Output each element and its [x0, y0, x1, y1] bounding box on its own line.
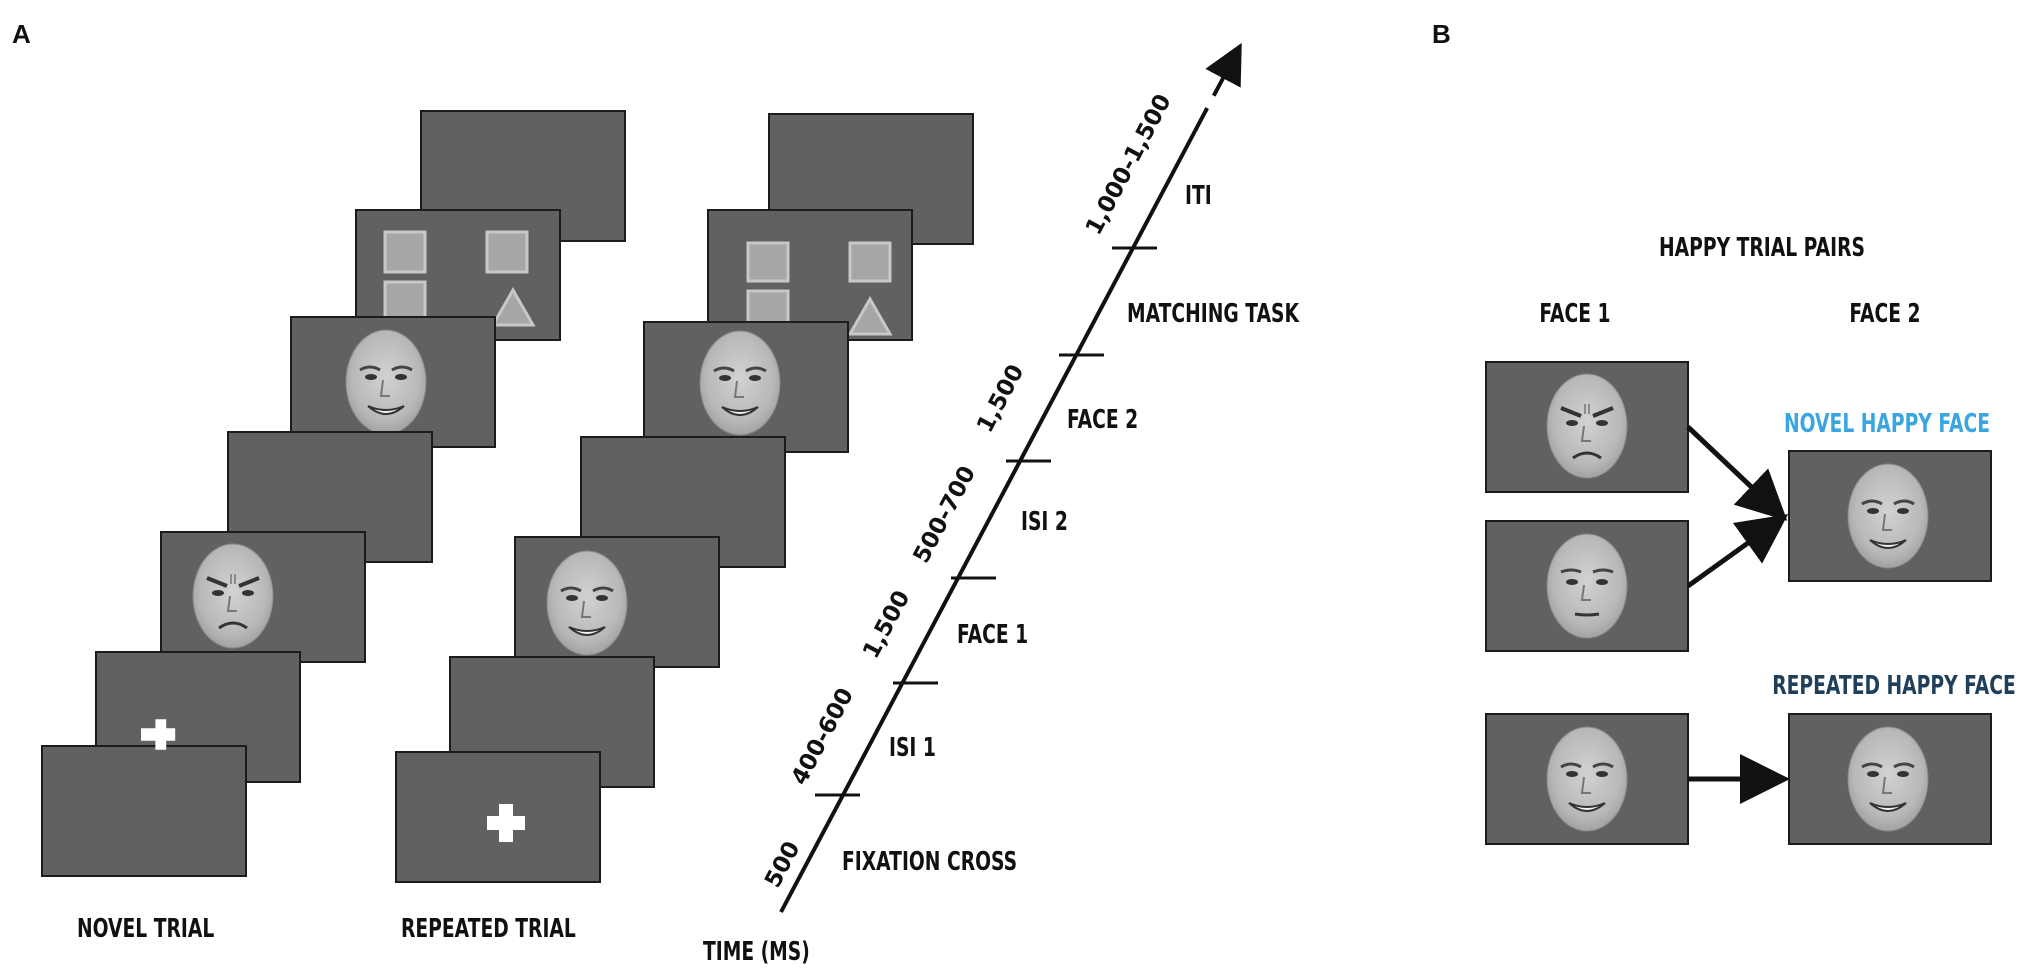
neutral-face-icon: [1545, 532, 1629, 640]
duration-label: 1,000-1,500: [1081, 90, 1177, 239]
happy-face-icon: [698, 329, 782, 437]
phase-label: FACE 1: [957, 620, 1028, 650]
novel-happy-face-label: NOVEL HAPPY FACE: [1784, 409, 1990, 439]
repeated-trial-label: REPEATED TRIAL: [401, 914, 576, 944]
duration-label: 500: [760, 837, 805, 892]
fixation-cross-icon: [487, 804, 525, 842]
happy-face-icon: [1846, 462, 1930, 570]
time-axis-arrow: [1193, 42, 1242, 132]
happy-face-icon: [1846, 725, 1930, 833]
repeated-trial-stack: [395, 113, 974, 883]
panel-label-a: A: [12, 19, 31, 49]
fixation-cross-icon: [141, 719, 176, 750]
phase-label: FACE 2: [1067, 405, 1138, 435]
happy-face-icon: [545, 549, 629, 657]
matching-shapes-icon: [383, 230, 536, 327]
duration-label: 1,500: [972, 360, 1029, 436]
happy-face-icon: [1545, 725, 1629, 833]
phase-label: MATCHING TASK: [1127, 299, 1300, 329]
repeated-happy-face-label: REPEATED HAPPY FACE: [1772, 671, 2016, 701]
panel-label-b: B: [1432, 19, 1451, 49]
face2-header: FACE 2: [1849, 299, 1920, 329]
phase-label: ISI 2: [1021, 507, 1068, 537]
time-axis-line: [779, 130, 1197, 913]
novel-trial-stack: [41, 110, 626, 877]
phase-label: ITI: [1185, 181, 1212, 211]
happy-face-icon: [344, 328, 428, 436]
duration-label: 400-600: [787, 684, 860, 789]
panel-b: HAPPY TRIAL PAIRS FACE 1 FACE 2 NOVEL HA…: [1485, 233, 2016, 845]
duration-label: 1,500: [858, 586, 915, 662]
angry-face-icon: [191, 542, 275, 650]
happy-trial-pairs-title: HAPPY TRIAL PAIRS: [1659, 233, 1865, 263]
angry-face-icon: [1545, 372, 1629, 480]
novel-fixation-screen: [41, 745, 247, 877]
novel-trial-label: NOVEL TRIAL: [77, 914, 214, 944]
face1-header: FACE 1: [1539, 299, 1610, 329]
arrow-icon: [1686, 425, 1788, 521]
time-axis-label: TIME (MS): [703, 937, 810, 967]
arrow-icon: [1686, 514, 1789, 589]
phase-label: FIXATION CROSS: [842, 847, 1017, 877]
phase-label: ISI 1: [889, 733, 936, 763]
